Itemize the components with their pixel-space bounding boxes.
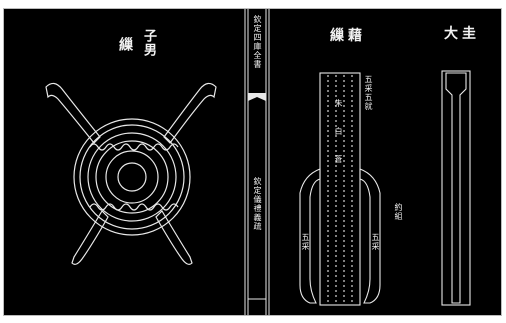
volume-title: 欽定儀禮義疏: [253, 177, 262, 231]
book-spine-strip: 欽定四庫全書 欽定儀禮義疏: [244, 9, 270, 315]
left-caption-main: 繅: [117, 37, 133, 52]
label-left-band: 五采: [301, 233, 310, 251]
jade-tablet-illustration: [299, 70, 471, 306]
annotation-top: 五采五就: [364, 75, 373, 111]
right-caption-left: 繅藉: [330, 28, 366, 44]
book-title: 欽定四庫全書: [253, 15, 262, 69]
right-caption-right: 大圭: [444, 26, 480, 42]
right-page: 繅藉 大圭 五采五就 約組 五采 五采 朱白蒼: [270, 9, 501, 315]
fishtail-mark: [248, 93, 266, 101]
label-right-band: 五采: [371, 233, 380, 251]
jade-disc-illustration: [45, 82, 217, 265]
book-spread: 繅 子男: [3, 8, 502, 316]
left-caption-sub: 子男: [141, 29, 156, 57]
column-pattern-text: 朱白蒼: [334, 99, 343, 183]
annotation-side: 約組: [394, 203, 403, 221]
left-page: 繅 子男: [4, 9, 244, 315]
spine-lines: [244, 9, 270, 315]
